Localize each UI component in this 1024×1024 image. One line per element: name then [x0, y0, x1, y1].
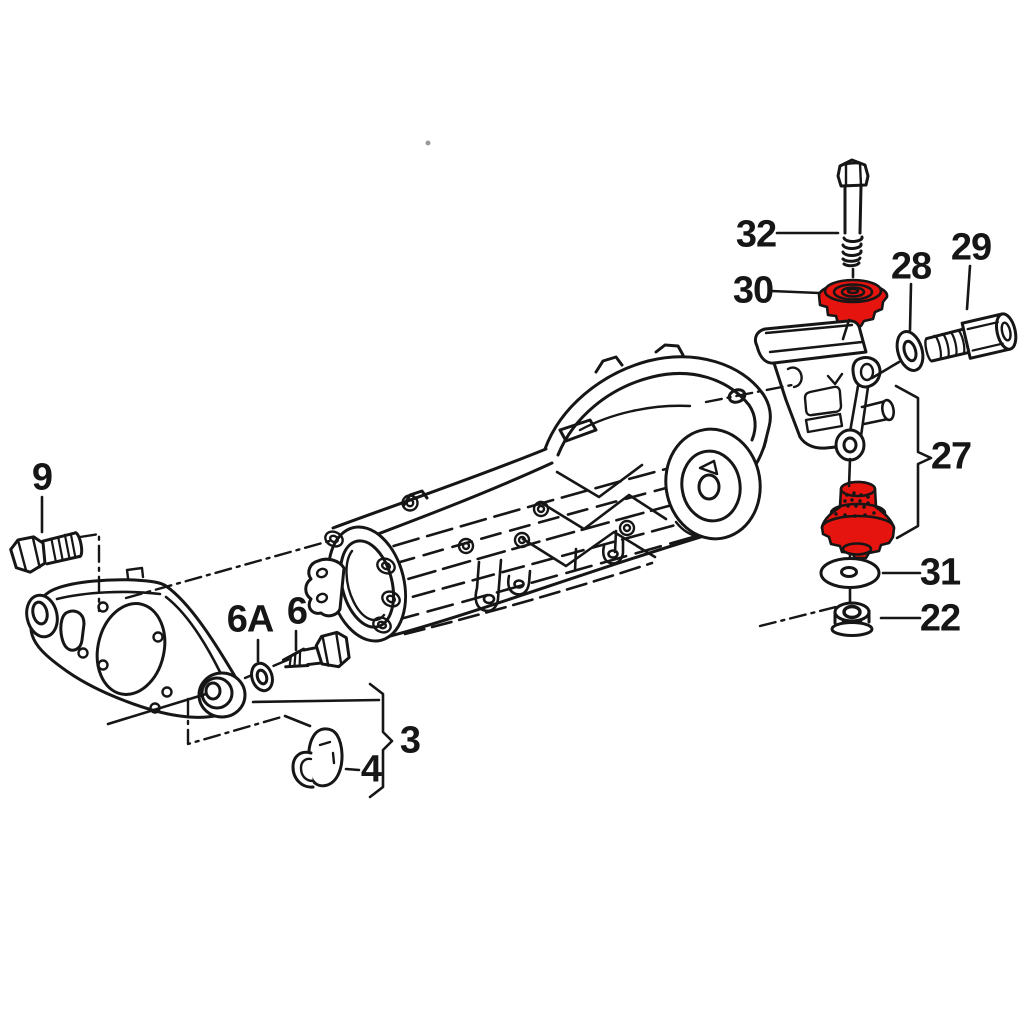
- nut-22-drawing: [830, 601, 874, 637]
- support-bracket-arm-drawing: [25, 566, 247, 719]
- bolt-29-drawing: [924, 312, 1018, 363]
- callout-label-6: 6: [286, 590, 308, 633]
- callout-label-31: 31: [919, 551, 961, 594]
- callout-label-29: 29: [950, 226, 992, 269]
- rubber-mount-30-highlighted: [817, 278, 889, 330]
- bolt-32-drawing: [836, 158, 870, 268]
- callout-label-4: 4: [360, 748, 382, 791]
- brace-3: [368, 682, 394, 799]
- washer-31-drawing: [819, 557, 881, 589]
- washer-28-drawing: [895, 330, 925, 372]
- callout-label-9: 9: [31, 456, 53, 499]
- bushing-dot-texture: [834, 491, 876, 518]
- mount-bracket-drawing: [753, 319, 895, 462]
- callout-label-22: 22: [919, 597, 961, 640]
- callout-label-32: 32: [735, 213, 777, 256]
- differential-housing-drawing: [304, 343, 772, 643]
- bolt-9-drawing: [9, 531, 84, 574]
- callout-label-27: 27: [930, 435, 972, 478]
- callout-label-28: 28: [890, 245, 932, 288]
- small-dot: [425, 140, 431, 146]
- leader-lines: [40, 231, 972, 799]
- retaining-clip-drawing: [291, 727, 344, 789]
- callout-label-30: 30: [732, 269, 774, 312]
- washer-6a-drawing: [250, 661, 274, 693]
- brace-27: [894, 384, 933, 540]
- callout-label-6a: 6A: [226, 598, 275, 641]
- bolt-6-drawing: [281, 630, 351, 669]
- callout-label-3: 3: [399, 719, 421, 762]
- rubber-bushing-27-highlighted: [820, 480, 896, 560]
